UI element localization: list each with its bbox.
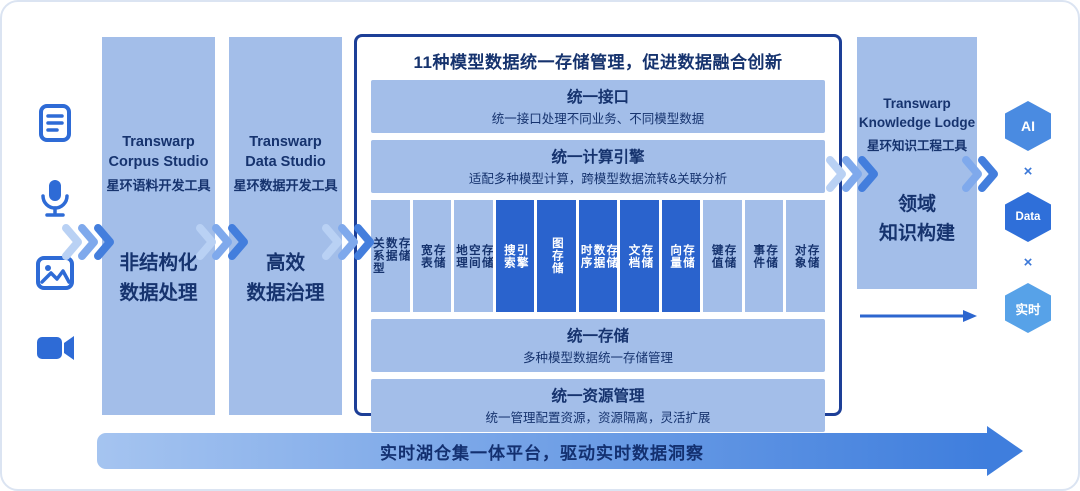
storage-box-wide-table: 宽表 存储 <box>412 200 452 312</box>
image-icon <box>36 256 74 290</box>
microphone-icon <box>41 180 69 217</box>
panel-data-studio: Transwarp Data Studio 星环数据开发工具 高效 数据治理 <box>229 37 342 415</box>
corpus-studio-function: 非结构化 数据处理 <box>119 252 198 305</box>
chevron-right-icon <box>962 156 998 192</box>
storage-box-document: 文档 存储 <box>620 200 659 312</box>
center-title: 11种模型数据统一存储管理，促进数据融合创新 <box>413 53 783 72</box>
bar-unified-compute-engine: 统一计算引擎 适配多种模型计算，跨模型数据流转&关联分析 <box>371 140 825 193</box>
knowledge-lodge-subtitle: 星环知识工程工具 <box>866 138 967 153</box>
storage-box-event: 事件 存储 <box>744 200 784 312</box>
storage-box-relational: 关系型 数据 存储 <box>371 200 410 312</box>
panel-corpus-studio: Transwarp Corpus Studio 星环语料开发工具 非结构化 数据… <box>102 37 215 415</box>
data-studio-subtitle: 星环数据开发工具 <box>233 178 338 194</box>
corpus-studio-subtitle: 星环语料开发工具 <box>106 178 211 194</box>
bar-unified-interface: 统一接口 统一接口处理不同业务、不同模型数据 <box>371 80 825 133</box>
video-icon <box>37 336 74 360</box>
hexagon-data: Data <box>1005 192 1051 242</box>
storage-label: 键值 存储 <box>710 243 736 269</box>
banner-body: 实时湖仓集一体平台，驱动实时数据洞察 <box>97 433 987 469</box>
storage-label: 图存储 <box>550 237 563 275</box>
multiply-icon: × <box>1023 163 1033 180</box>
storage-label: 对象 存储 <box>793 243 819 269</box>
data-source-icons <box>32 102 78 369</box>
bar-subtitle: 适配多种模型计算，跨模型数据流转&关联分析 <box>468 172 728 186</box>
storage-box-graph: 图存储 <box>537 200 576 312</box>
hexagon-ai: AI <box>1005 101 1051 151</box>
storage-label: 文档 存储 <box>627 243 653 269</box>
chevron-right-icon <box>826 156 878 192</box>
storage-label: 地理 空间 存储 <box>454 243 493 269</box>
bar-title: 统一接口 <box>566 89 629 106</box>
storage-model-row: 关系型 数据 存储 宽表 存储 地理 空间 存储 搜索 引擎 图存储 时序 数据… <box>371 200 826 312</box>
panel-unified-storage-management: 11种模型数据统一存储管理，促进数据融合创新 统一接口 统一接口处理不同业务、不… <box>354 34 842 432</box>
bar-title: 统一计算引擎 <box>551 149 645 166</box>
banner-text: 实时湖仓集一体平台，驱动实时数据洞察 <box>380 443 704 463</box>
chevron-right-icon <box>196 224 248 260</box>
panel-knowledge-lodge: Transwarp Knowledge Lodge 星环知识工程工具 领域 知识… <box>857 37 977 289</box>
storage-label: 关系型 数据 存储 <box>371 237 410 275</box>
bar-unified-resource-management: 统一资源管理 统一管理配置资源，资源隔离，灵活扩展 <box>371 379 825 432</box>
data-studio-title: Transwarp Data Studio <box>245 134 326 170</box>
bar-title: 统一存储 <box>566 328 629 345</box>
storage-label: 向量 存储 <box>669 243 694 269</box>
storage-box-vector: 向量 存储 <box>661 200 701 312</box>
chevron-right-icon <box>322 224 374 260</box>
arrow-right-icon <box>860 310 977 322</box>
storage-box-keyvalue: 键值 存储 <box>703 200 742 312</box>
storage-label: 宽表 存储 <box>419 243 445 269</box>
multiply-icon: × <box>1023 254 1033 271</box>
storage-label: 搜索 引擎 <box>502 243 528 269</box>
chevron-right-icon <box>62 224 114 260</box>
bar-unified-storage: 统一存储 多种模型数据统一存储管理 <box>371 319 825 372</box>
knowledge-lodge-function: 领域 知识构建 <box>878 193 955 245</box>
bar-subtitle: 统一管理配置资源，资源隔离，灵活扩展 <box>485 411 711 425</box>
bar-subtitle: 统一接口处理不同业务、不同模型数据 <box>491 112 705 126</box>
storage-box-geospatial: 地理 空间 存储 <box>454 200 493 312</box>
bottom-banner-arrow: 实时湖仓集一体平台，驱动实时数据洞察 <box>97 426 1023 476</box>
storage-label: 事件 存储 <box>752 243 778 269</box>
bar-title: 统一资源管理 <box>551 388 645 405</box>
storage-box-timeseries: 时序 数据 存储 <box>578 200 618 312</box>
knowledge-lodge-title: Transwarp Knowledge Lodge <box>858 96 976 130</box>
banner-arrowhead-icon <box>987 426 1023 476</box>
corpus-studio-title: Transwarp Corpus Studio <box>108 134 209 170</box>
storage-label: 时序 数据 存储 <box>579 243 618 269</box>
hexagon-realtime: 实时 <box>1005 283 1051 333</box>
hexagon-stack: AI × Data × 实时 <box>1004 101 1052 333</box>
storage-box-object: 对象 存储 <box>786 200 826 312</box>
data-studio-function: 高效 数据治理 <box>246 252 325 305</box>
document-icon <box>39 104 71 142</box>
storage-box-search-engine: 搜索 引擎 <box>495 200 535 312</box>
bar-subtitle: 多种模型数据统一存储管理 <box>522 351 673 365</box>
